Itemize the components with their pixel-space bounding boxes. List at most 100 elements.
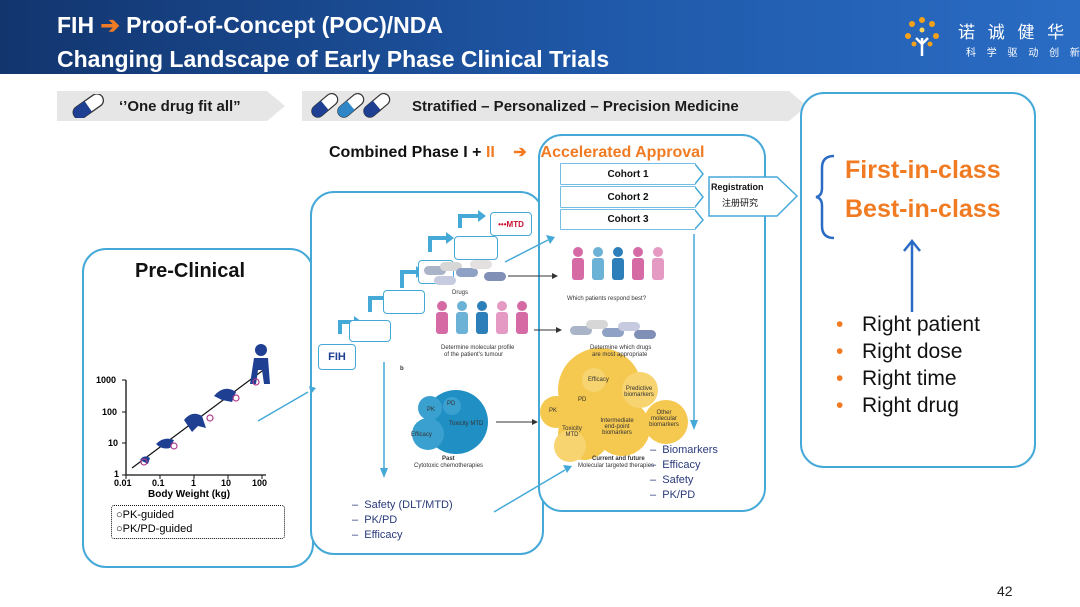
allometric-scaling-plot bbox=[122, 344, 270, 479]
combined-phase-label: Combined Phase I + bbox=[329, 144, 482, 161]
list-item: •Right time bbox=[836, 367, 957, 390]
ytick-100: 100 bbox=[102, 407, 118, 417]
outcome-panel bbox=[800, 92, 1036, 468]
right-drug-label: Right drug bbox=[862, 394, 959, 417]
efficacy-right-label: Efficacy bbox=[662, 459, 701, 471]
list-item: – Safety (DLT/MTD) bbox=[352, 499, 453, 511]
xtick-10: 10 bbox=[221, 478, 232, 488]
title-arrow-icon: ➔ bbox=[100, 12, 120, 38]
past-bubble-pk: PK bbox=[427, 407, 436, 413]
label-molecular-profile-2: of the patient's tumour bbox=[444, 352, 504, 358]
label-which-drugs-2: are most appropriate bbox=[592, 352, 648, 358]
list-item: •Right patient bbox=[836, 313, 980, 336]
best-in-class-label: Best-in-class bbox=[845, 195, 1001, 223]
mtd-label: MTD bbox=[506, 219, 524, 229]
label-drugs: Drugs bbox=[452, 290, 469, 296]
patients-group-mid bbox=[436, 301, 528, 334]
fih-step: FIH bbox=[318, 344, 356, 370]
list-item: •Right dose bbox=[836, 340, 963, 363]
label-panel-b: b bbox=[400, 366, 404, 372]
biomarkers-label: Biomarkers bbox=[662, 444, 718, 456]
label-current-sub: Molecular targeted therapies bbox=[578, 463, 655, 469]
capsules-icon bbox=[306, 92, 400, 120]
label-current: Current and future bbox=[592, 456, 645, 462]
slide-title-line2: Changing Landscape of Early Phase Clinic… bbox=[57, 46, 610, 72]
efficacy-label: Efficacy bbox=[364, 529, 403, 541]
past-bubbles bbox=[412, 390, 488, 454]
company-logo-icon bbox=[905, 17, 939, 56]
capsule-icon bbox=[65, 94, 111, 118]
phase1-panel bbox=[310, 191, 544, 555]
cohort-1: Cohort 1 bbox=[561, 164, 695, 184]
mtd-step: ••• MTD bbox=[490, 212, 532, 236]
label-which-drugs: Determine which drugs bbox=[590, 345, 652, 351]
legend-pk-guided: ○PK-guided bbox=[116, 509, 175, 521]
xtick-100: 100 bbox=[252, 478, 268, 488]
phase-step-2 bbox=[349, 320, 391, 342]
xtick-0-1: 0.1 bbox=[152, 478, 165, 488]
slide-title-line1: FIH ➔ Proof-of-Concept (POC)/NDA bbox=[57, 12, 443, 39]
list-item: – PK/PD bbox=[650, 489, 696, 501]
xtick-0-01: 0.01 bbox=[114, 478, 132, 488]
current-bubble-pd: PD bbox=[578, 397, 587, 403]
banner-one-drug: ‘’One drug fit all” bbox=[57, 91, 285, 121]
safety-right-label: Safety bbox=[662, 474, 694, 486]
current-bubble-intermediate: Intermediate end-point biomarkers bbox=[600, 418, 634, 436]
ytick-10: 10 bbox=[108, 438, 119, 448]
rights-list: •Right patient •Right dose •Right time •… bbox=[836, 313, 980, 421]
banner-precision-label: Stratified – Personalized – Precision Me… bbox=[412, 97, 739, 115]
mtd-dots: ••• bbox=[498, 219, 507, 229]
page-number: 42 bbox=[997, 583, 1013, 599]
registration-label: Registration bbox=[711, 182, 764, 192]
label-past-sub: Cytotoxic chemotherapies bbox=[414, 463, 484, 469]
safety-list: – Safety (DLT/MTD) – PK/PD – Efficacy bbox=[352, 498, 453, 543]
pills-cluster-top bbox=[424, 260, 506, 285]
ytick-1: 1 bbox=[114, 469, 120, 479]
brace-icon bbox=[815, 154, 835, 240]
current-bubble-other: Other molecular biomarkers bbox=[649, 410, 679, 428]
logo-name: 诺 诚 健 华 bbox=[958, 23, 1069, 42]
current-bubble-efficacy: Efficacy bbox=[588, 377, 609, 383]
legend-pkpd-guided: ○PK/PD-guided bbox=[116, 523, 193, 535]
right-patient-label: Right patient bbox=[862, 313, 980, 336]
list-item: – PK/PD bbox=[352, 514, 398, 526]
patients-group-top bbox=[572, 247, 664, 280]
cohort-3: Cohort 3 bbox=[561, 210, 695, 229]
banner-precision: Stratified – Personalized – Precision Me… bbox=[302, 91, 807, 121]
current-bubble-predictive: Predictive biomarkers bbox=[624, 386, 654, 398]
label-past: Past bbox=[442, 456, 455, 462]
registration-cn-label: 注册研究 bbox=[722, 198, 759, 208]
phase-step-5 bbox=[454, 236, 498, 260]
safety-dlt-label: Safety (DLT/MTD) bbox=[364, 499, 453, 511]
arrow-up-icon bbox=[903, 238, 921, 312]
cohort-2: Cohort 2 bbox=[561, 187, 695, 207]
past-bubble-pd: PD bbox=[447, 401, 456, 407]
logo-slogan: 科 学 驱 动 创 新 bbox=[966, 48, 1080, 59]
right-time-label: Right time bbox=[862, 367, 957, 390]
pkpd-label: PK/PD bbox=[364, 514, 398, 526]
current-bubble-pk: PK bbox=[549, 408, 558, 414]
title-fih: FIH bbox=[57, 12, 95, 38]
first-in-class-label: First-in-class bbox=[845, 156, 1001, 184]
biomarker-list: – Biomarkers – Efficacy – Safety – PK/PD bbox=[650, 443, 718, 503]
xaxis-label: Body Weight (kg) bbox=[148, 489, 231, 500]
list-item: •Right drug bbox=[836, 394, 959, 417]
label-molecular-profile: Determine molecular profile bbox=[441, 345, 515, 351]
banner-one-drug-label: ‘’One drug fit all” bbox=[119, 97, 241, 115]
current-bubble-toxicity: Toxicity MTD bbox=[562, 426, 582, 438]
header-bar bbox=[0, 0, 1080, 74]
arrow-right-icon: ➔ bbox=[513, 144, 527, 161]
list-item: – Efficacy bbox=[650, 459, 701, 471]
past-bubble-efficacy: Efficacy bbox=[411, 432, 432, 438]
ytick-1000: 1000 bbox=[96, 375, 117, 385]
pk-legend: ○PK-guided ○PK/PD-guided bbox=[111, 505, 285, 539]
combined-phase-heading: Combined Phase I + II ➔ Accelerated Appr… bbox=[329, 142, 704, 162]
preclinical-panel bbox=[82, 248, 314, 568]
accelerated-approval-label: Accelerated Approval bbox=[540, 144, 705, 161]
right-dose-label: Right dose bbox=[862, 340, 963, 363]
phase-step-3 bbox=[383, 290, 425, 314]
preclinical-title: Pre-Clinical bbox=[135, 260, 246, 282]
list-item: – Biomarkers bbox=[650, 444, 718, 456]
past-bubble-toxicity: Toxicity MTD bbox=[449, 421, 484, 427]
